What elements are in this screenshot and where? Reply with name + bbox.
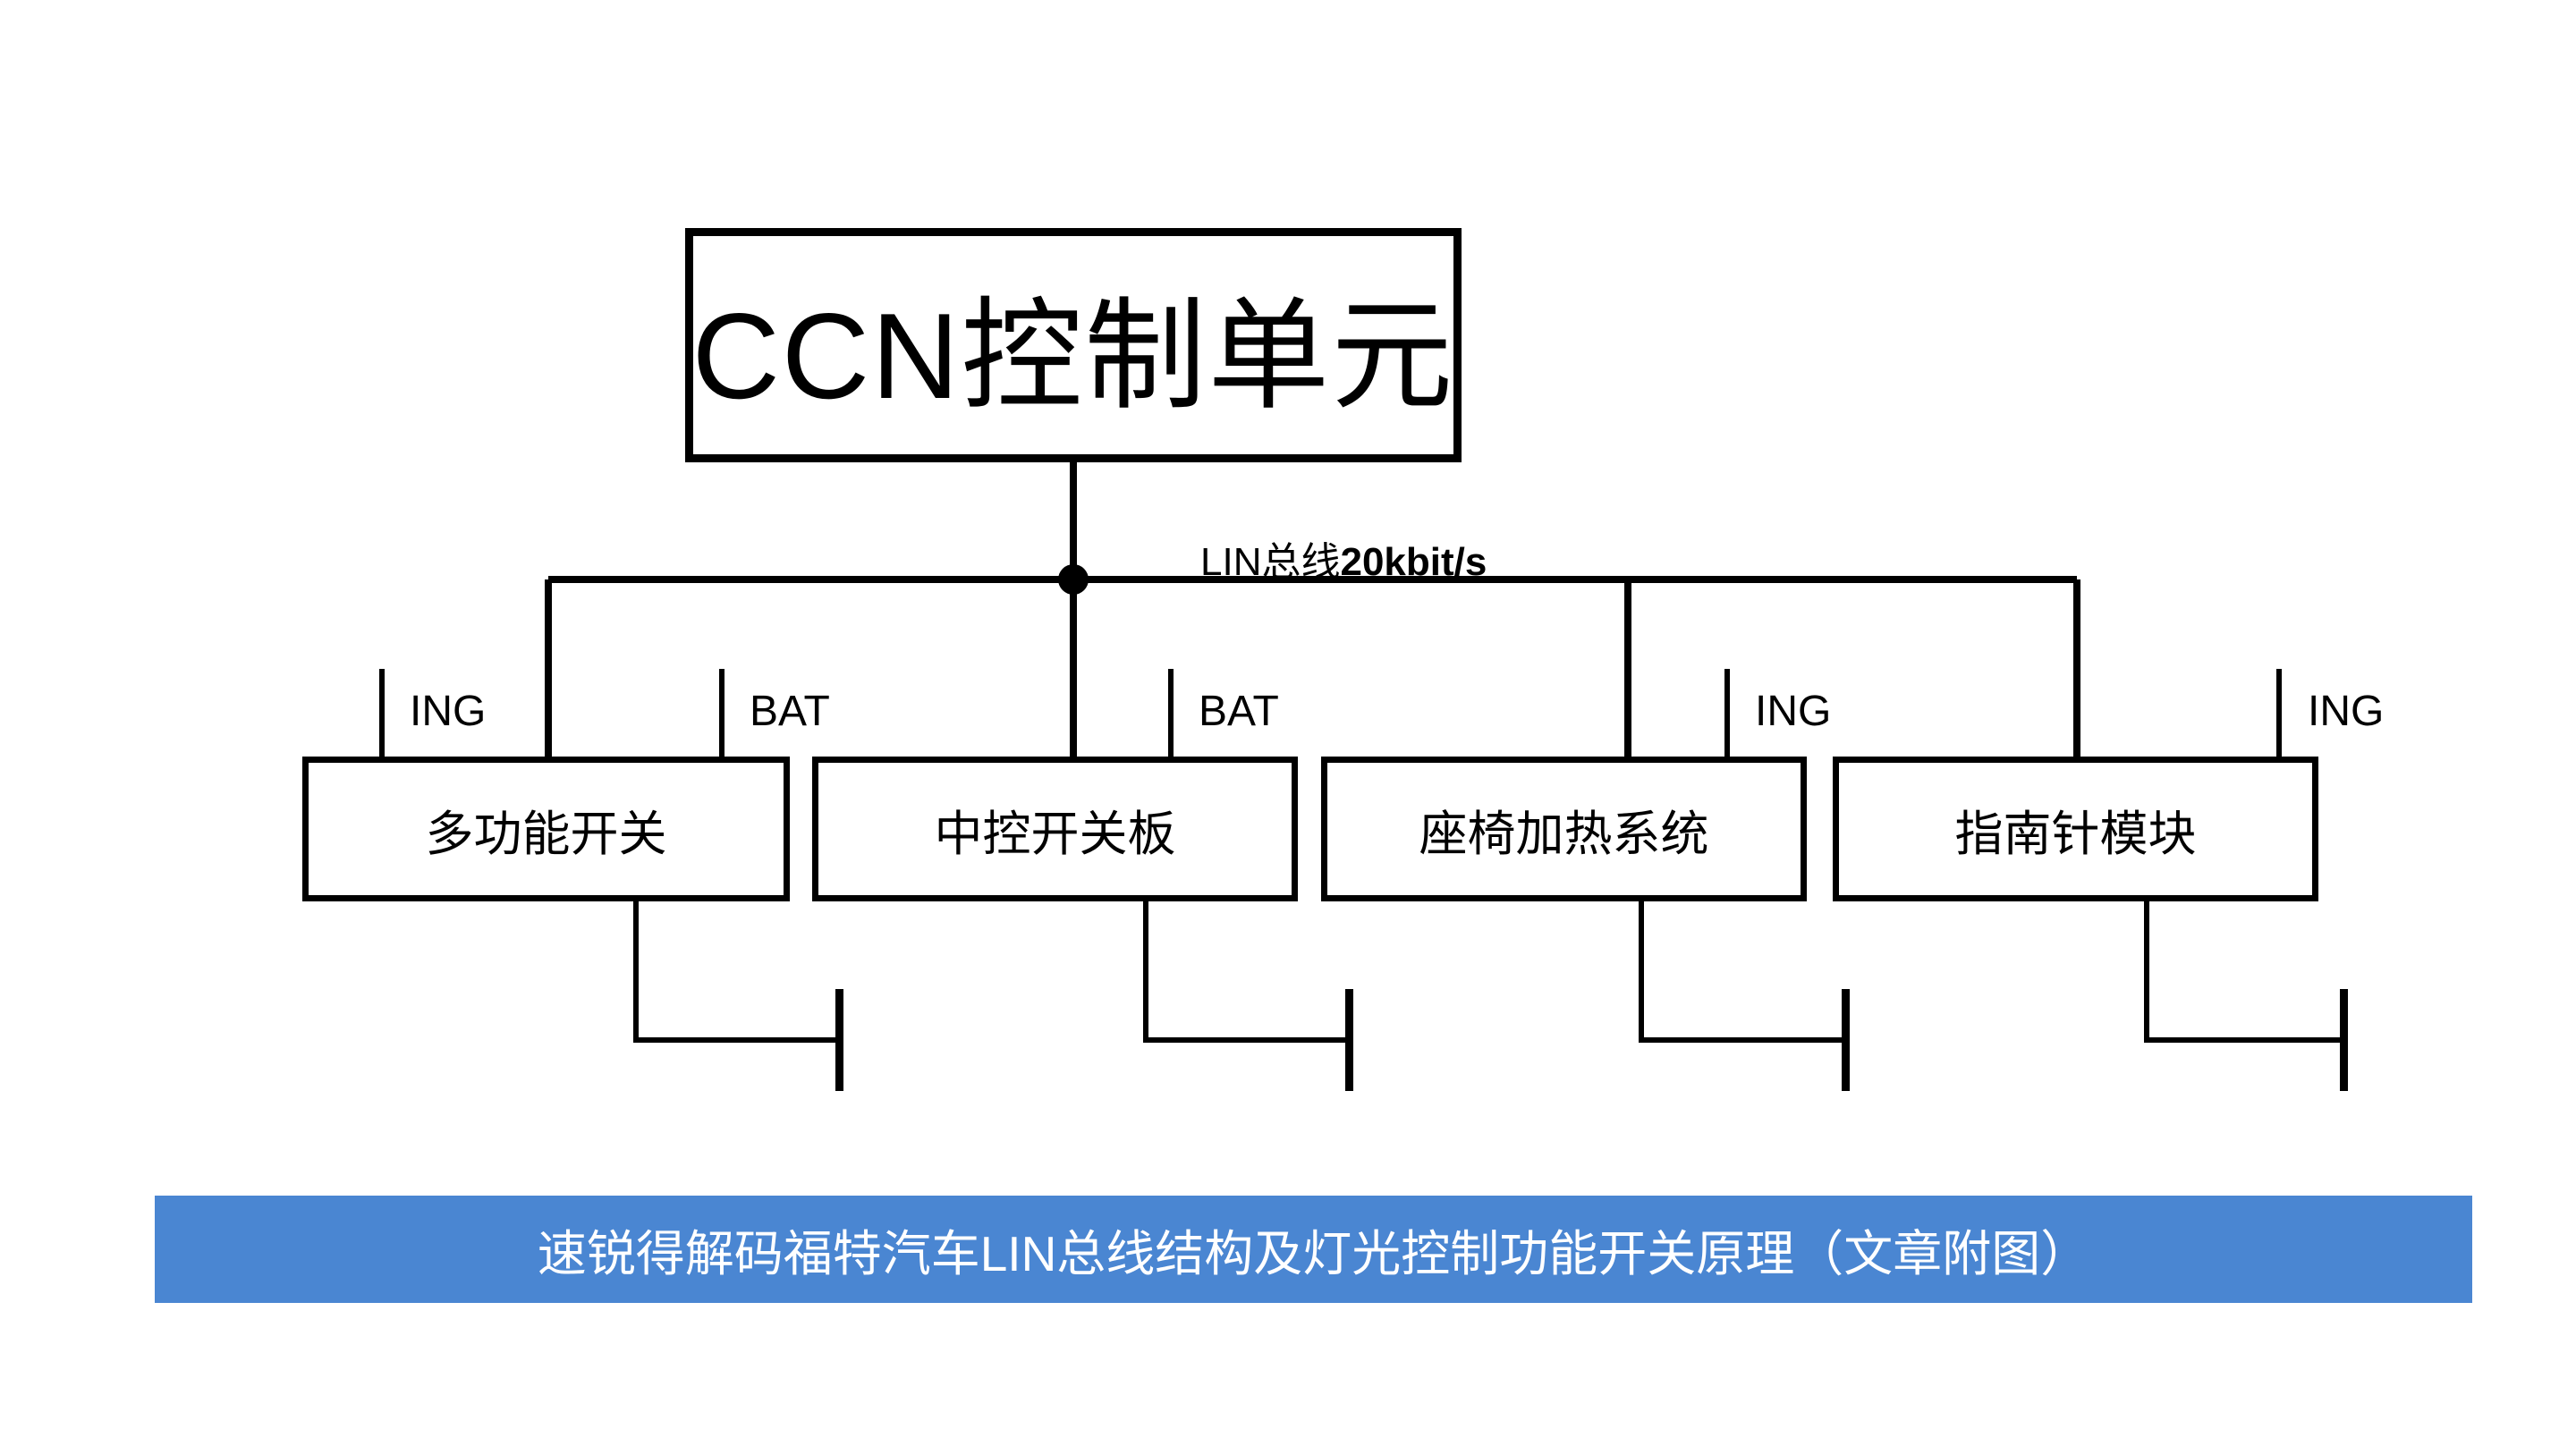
power-pin-label-3: BAT — [1199, 688, 1279, 735]
module-label: 指南针模块 — [1954, 807, 2197, 861]
module-box-multifunction-switch: 多功能开关 — [302, 757, 790, 901]
ground-drop-line-2 — [1143, 901, 1148, 1043]
ground-horizontal-line-4 — [2144, 1037, 2347, 1043]
power-pin-label-5: ING — [2308, 688, 2385, 735]
module-box-compass-module: 指南针模块 — [1833, 757, 2318, 901]
module-label: 中控开关板 — [934, 807, 1176, 861]
module-label: 多功能开关 — [425, 807, 667, 861]
power-pin-tick-2 — [719, 669, 724, 757]
bus-drop-line-4 — [2073, 579, 2080, 757]
bus-speed-text: 20kbit/s — [1340, 540, 1487, 584]
module-label: 座椅加热系统 — [1419, 807, 1709, 861]
ground-drop-line-1 — [633, 901, 639, 1043]
power-pin-tick-4 — [1724, 669, 1730, 757]
ground-terminal-bar-4 — [2340, 989, 2348, 1091]
power-pin-label-2: BAT — [750, 688, 830, 735]
caption-text: 速锐得解码福特汽车LIN总线结构及灯光控制功能开关原理（文章附图） — [537, 1226, 2090, 1281]
ground-horizontal-line-1 — [633, 1037, 843, 1043]
bus-name-text: LIN总线 — [1200, 540, 1341, 584]
power-pin-label-1: ING — [410, 688, 487, 735]
ground-horizontal-line-2 — [1143, 1037, 1352, 1043]
power-pin-tick-3 — [1168, 669, 1174, 757]
ground-horizontal-line-3 — [1639, 1037, 1847, 1043]
power-pin-tick-1 — [379, 669, 385, 757]
lin-bus-line — [548, 576, 2077, 583]
bus-drop-line-3 — [1624, 579, 1631, 757]
power-pin-tick-5 — [2276, 669, 2282, 757]
ground-terminal-bar-3 — [1842, 989, 1850, 1091]
ccn-control-unit-label: CCN控制单元 — [691, 287, 1455, 424]
bus-drop-line-2 — [1070, 579, 1077, 757]
module-box-center-console-switch-panel: 中控开关板 — [812, 757, 1298, 901]
ccn-control-unit-box: CCN控制单元 — [685, 228, 1462, 462]
ground-terminal-bar-1 — [835, 989, 843, 1091]
lin-bus-label: LIN总线20kbit/s — [1200, 529, 1487, 587]
caption-banner: 速锐得解码福特汽车LIN总线结构及灯光控制功能开关原理（文章附图） — [155, 1196, 2472, 1303]
ground-terminal-bar-2 — [1345, 989, 1353, 1091]
bus-drop-line-1 — [545, 579, 552, 757]
root-connector-line — [1070, 460, 1077, 583]
ground-drop-line-4 — [2144, 901, 2149, 1043]
module-box-seat-heating-system: 座椅加热系统 — [1321, 757, 1807, 901]
power-pin-label-4: ING — [1755, 688, 1832, 735]
ground-drop-line-3 — [1639, 901, 1644, 1043]
